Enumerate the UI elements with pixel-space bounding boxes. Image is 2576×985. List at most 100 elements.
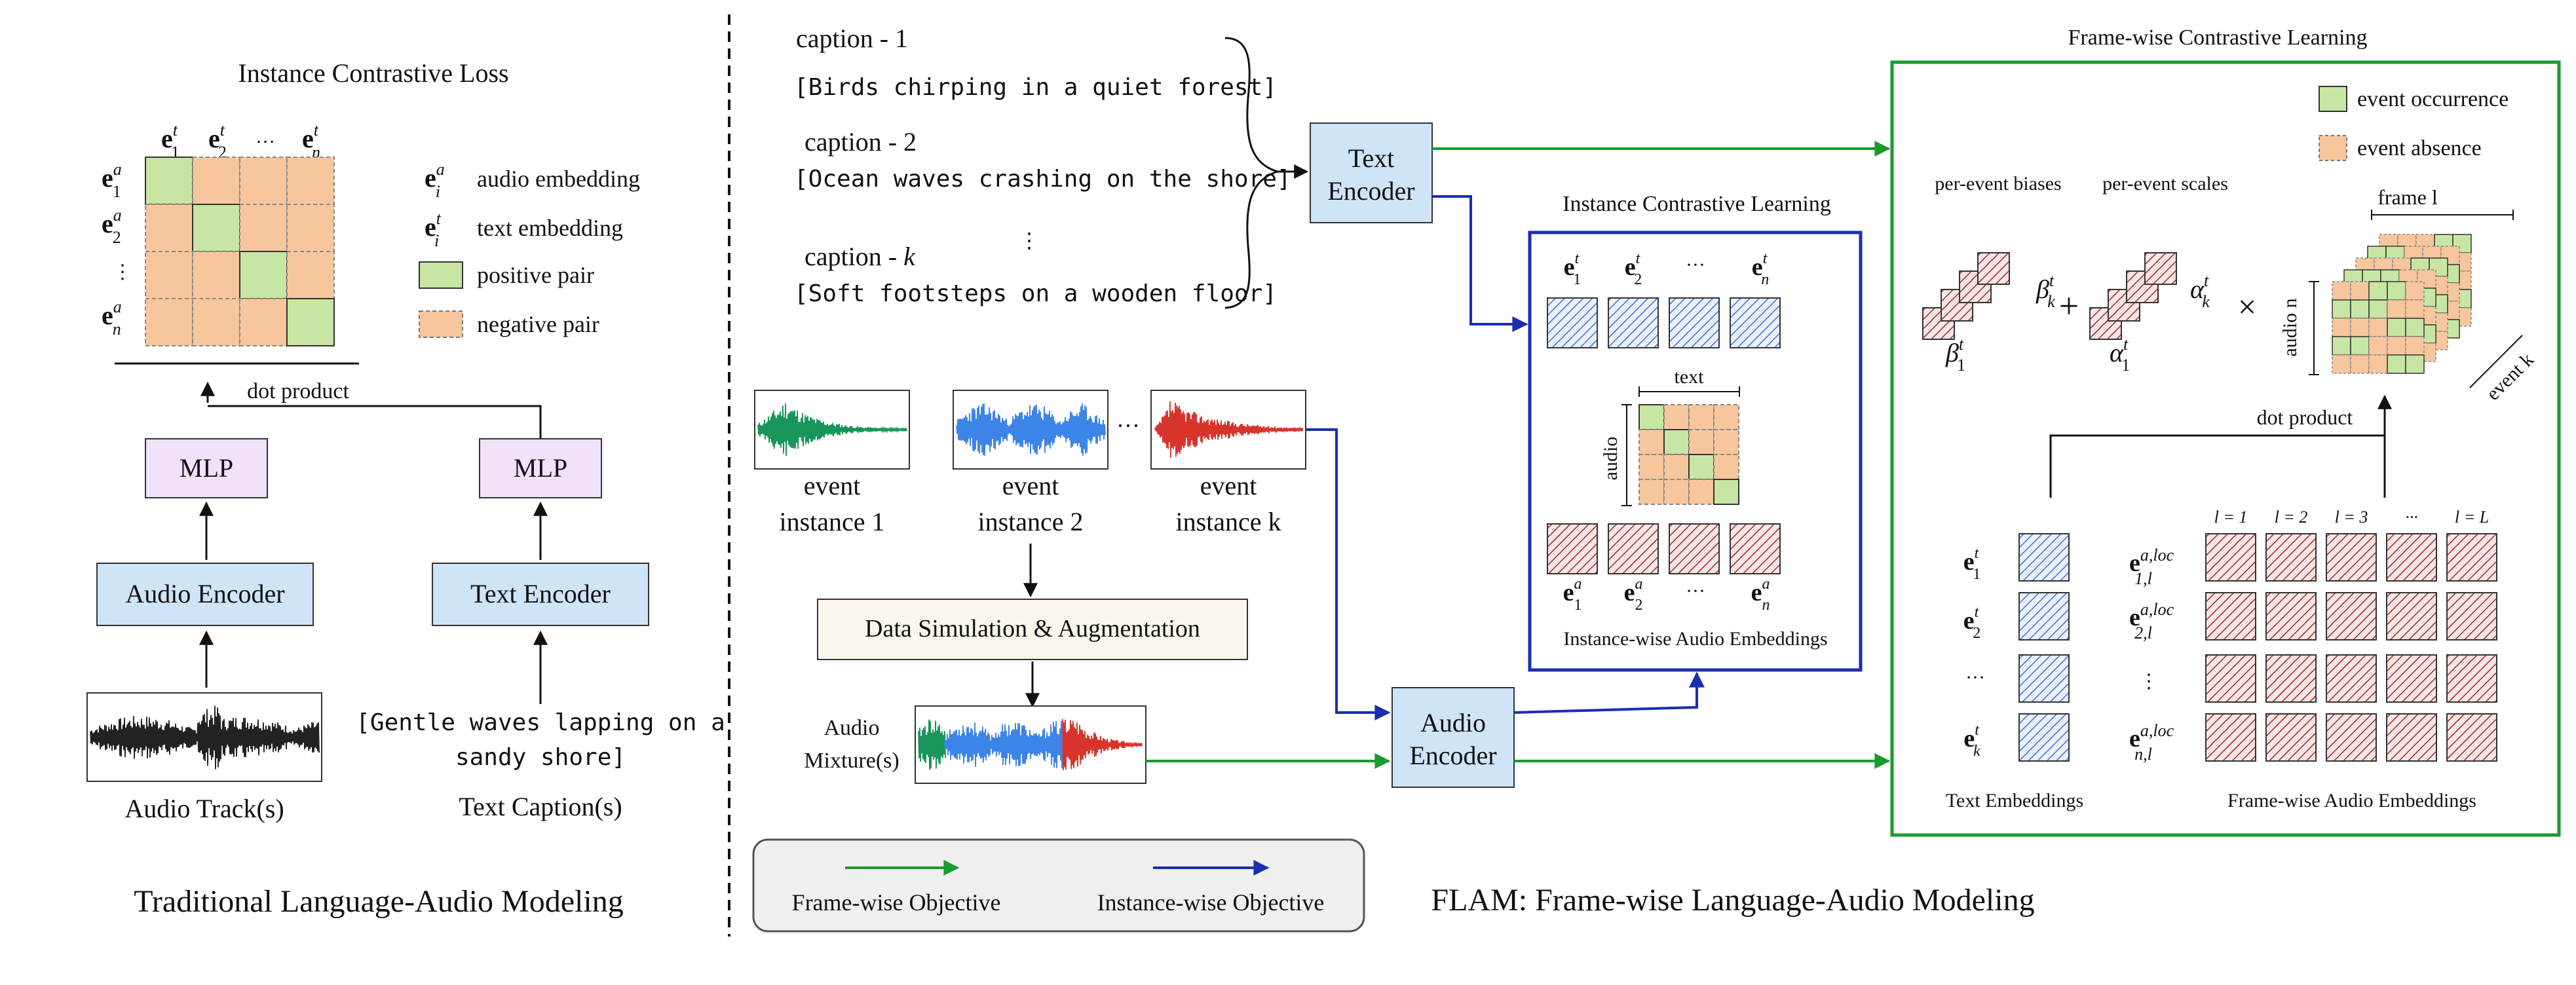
- waveform-trace: [918, 719, 946, 770]
- mlp-text-label: MLP: [514, 453, 567, 483]
- audio-embedding-block: [1608, 523, 1659, 574]
- left-matrix-negative-cell: [192, 157, 240, 205]
- absence-cell: [2387, 336, 2406, 356]
- absence-cell: [2350, 354, 2370, 374]
- middle-text-encoder-line2: Encoder: [1327, 176, 1414, 206]
- absence-cell: [2350, 318, 2370, 337]
- flam-section-title: FLAM: Frame-wise Language-Audio Modeling: [1431, 883, 2034, 918]
- frame-audio-block: [2265, 713, 2317, 762]
- legend-negative-label: negative pair: [477, 311, 599, 337]
- inst-matrix-audio-label: audio: [1600, 437, 1621, 481]
- inst-text-dots: ···: [1686, 254, 1705, 276]
- occurrence-cell: [2368, 281, 2388, 301]
- occurrence-cell: [2332, 299, 2351, 319]
- left-caption-line2: sandy shore]: [455, 744, 626, 771]
- frame-audio-block: [2446, 654, 2497, 703]
- waveform-trace: [944, 720, 1064, 769]
- waveform-trace: [1062, 718, 1143, 771]
- waveform-trace: [1154, 401, 1304, 458]
- frame-audio-block: [2205, 654, 2256, 703]
- frame-audio-block: [2386, 533, 2437, 582]
- middle-text-encoder-line1: Text: [1348, 143, 1395, 173]
- audio-track-waveform: [90, 705, 320, 770]
- stack-block: [2144, 252, 2177, 285]
- left-text-encoder-label: Text Encoder: [470, 579, 611, 608]
- left-dot-product-label: dot product: [247, 379, 349, 403]
- frame-audio-block: [2265, 533, 2317, 582]
- left-audio-encoder-label: Audio Encoder: [125, 579, 284, 608]
- frame-audio-block: [2326, 713, 2377, 762]
- legend-occurrence-swatch: [2319, 86, 2347, 112]
- inst-matrix-negative-cell: [1638, 479, 1665, 505]
- left-matrix-negative-cell: [286, 204, 335, 252]
- inst-matrix-negative-cell: [1663, 404, 1690, 430]
- row-label-dots: ⋮: [113, 261, 132, 283]
- absence-cell: [2350, 281, 2370, 301]
- left-matrix-title: Instance Contrastive Loss: [238, 58, 508, 88]
- caption-1-text: [Birds chirping in a quiet forest]: [794, 74, 1277, 101]
- frame-audio-block: [2326, 592, 2377, 641]
- event-2-label-line1: event: [1002, 471, 1059, 500]
- frame-text-block: [2018, 533, 2070, 582]
- col-head-3: l = 3: [2335, 508, 2368, 527]
- occurrence-cell: [2405, 318, 2425, 337]
- bias-stack: [1922, 252, 2010, 340]
- absence-cell: [2405, 299, 2425, 319]
- left-similarity-matrix: [145, 157, 335, 346]
- inst-matrix-negative-cell: [1688, 429, 1714, 455]
- arrow-text-to-instance: [1432, 195, 1528, 332]
- inst-matrix-negative-cell: [1688, 479, 1714, 505]
- col-head-dots: ···: [2405, 508, 2418, 527]
- occurrence-cell: [2332, 336, 2351, 356]
- data-sim-label: Data Simulation & Augmentation: [865, 615, 1200, 642]
- plus-sign: +: [2059, 286, 2079, 325]
- occurrence-cell: [2350, 336, 2370, 356]
- mlp-audio-label: MLP: [180, 453, 233, 483]
- frame-text-block: [2018, 713, 2070, 762]
- legend-audio-label: audio embedding: [477, 166, 640, 192]
- biases-label: per-event biases: [1935, 173, 2061, 195]
- left-matrix-positive-cell: [192, 204, 240, 252]
- left-matrix-negative-cell: [239, 204, 288, 252]
- mixture-label-line1: Audio: [824, 716, 880, 740]
- frame-audio-block: [2446, 713, 2497, 762]
- event-k-waveform: [1154, 401, 1304, 458]
- data-sim-box: [817, 599, 1248, 660]
- frame-audio-block: [2446, 592, 2497, 641]
- instance-objective-label: Instance-wise Objective: [1097, 889, 1325, 916]
- left-matrix-positive-cell: [286, 298, 335, 346]
- audio-track-label: Audio Track(s): [124, 794, 284, 823]
- frame-audio-caption: Frame-wise Audio Embeddings: [2227, 790, 2476, 811]
- left-matrix-negative-cell: [192, 298, 240, 346]
- legend-positive-label: positive pair: [477, 262, 594, 288]
- legend-text-label: text embedding: [477, 215, 623, 241]
- frame-l-label: frame l: [2377, 185, 2438, 209]
- mixture-waveform: [918, 718, 1143, 771]
- waveform-trace: [956, 403, 1106, 456]
- left-matrix-positive-cell: [145, 157, 193, 205]
- inst-matrix-negative-cell: [1638, 429, 1665, 455]
- instance-caption: Instance-wise Audio Embeddings: [1563, 628, 1827, 650]
- text-embedding-block: [1608, 297, 1659, 348]
- left-text-encoder-box: [432, 563, 649, 626]
- left-dot-product: dot product: [200, 379, 542, 439]
